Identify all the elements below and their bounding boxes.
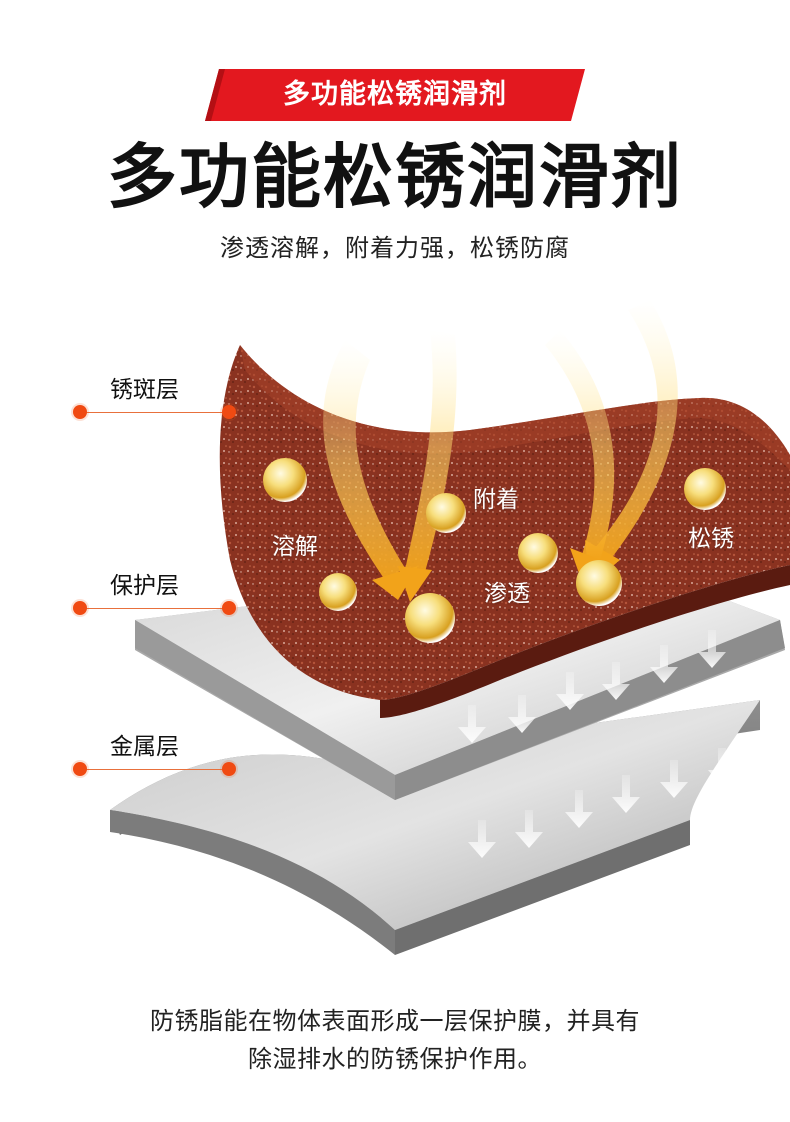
down-arrow-icon (565, 790, 593, 828)
oil-droplet-icon (576, 560, 622, 606)
effect-loosen: 松锈 (688, 526, 734, 552)
description-line-1: 防锈脂能在物体表面形成一层保护膜，并具有 (150, 1007, 640, 1035)
description: 防锈脂能在物体表面形成一层保护膜，并具有 除湿排水的防锈保护作用。 (0, 1002, 790, 1078)
oil-droplet-icon (319, 573, 357, 611)
down-arrow-icon (660, 760, 688, 798)
description-line-2: 除湿排水的防锈保护作用。 (248, 1045, 542, 1073)
metal-layer-label: 金属层 (110, 734, 179, 760)
protection-label-line (80, 608, 230, 609)
effect-penetrate: 渗透 (484, 581, 530, 607)
oil-droplet-icon (684, 468, 726, 510)
down-arrow-icon (398, 566, 432, 602)
down-arrow-icon (698, 630, 726, 668)
down-arrow-icon (556, 672, 584, 710)
protection-arrows (458, 630, 726, 743)
rust-label-dot-right (222, 405, 236, 419)
title-badge: 多功能松锈润滑剂 (205, 69, 585, 121)
page-title: 多功能松锈润滑剂 (107, 136, 683, 218)
oil-droplet-icon (405, 593, 455, 643)
effect-attach: 附着 (473, 487, 519, 513)
metal-label-dot-right (222, 762, 236, 776)
metal-label-line (80, 769, 230, 770)
protection-layer-label: 保护层 (110, 573, 179, 599)
down-arrow-icon (468, 820, 496, 858)
rust-label-line (80, 412, 230, 413)
oil-droplet-icon (426, 493, 466, 533)
down-arrow-icon (508, 695, 536, 733)
rust-layer (219, 345, 790, 718)
down-arrow-icon (650, 645, 678, 683)
down-arrow-icon (612, 775, 640, 813)
badge-background (205, 69, 585, 121)
oil-droplet-icon (263, 458, 307, 502)
down-arrow-icon (602, 662, 630, 700)
down-arrow-icon (458, 705, 486, 743)
effect-dissolve: 溶解 (272, 534, 318, 560)
rust-layer-label: 锈斑层 (110, 377, 179, 403)
protection-label-dot-right (222, 601, 236, 615)
down-arrow-icon (515, 810, 543, 848)
rust-label-dot-left (73, 405, 87, 419)
page-subtitle: 渗透溶解，附着力强，松锈防腐 (220, 234, 570, 262)
down-arrow-icon (708, 748, 736, 786)
metal-arrows (468, 748, 736, 858)
protection-label-dot-left (73, 601, 87, 615)
metal-label-dot-left (73, 762, 87, 776)
layers-illustration (110, 300, 790, 955)
oil-droplets (263, 458, 726, 643)
badge-label: 多功能松锈润滑剂 (283, 79, 507, 110)
oil-droplet-icon (518, 533, 558, 573)
